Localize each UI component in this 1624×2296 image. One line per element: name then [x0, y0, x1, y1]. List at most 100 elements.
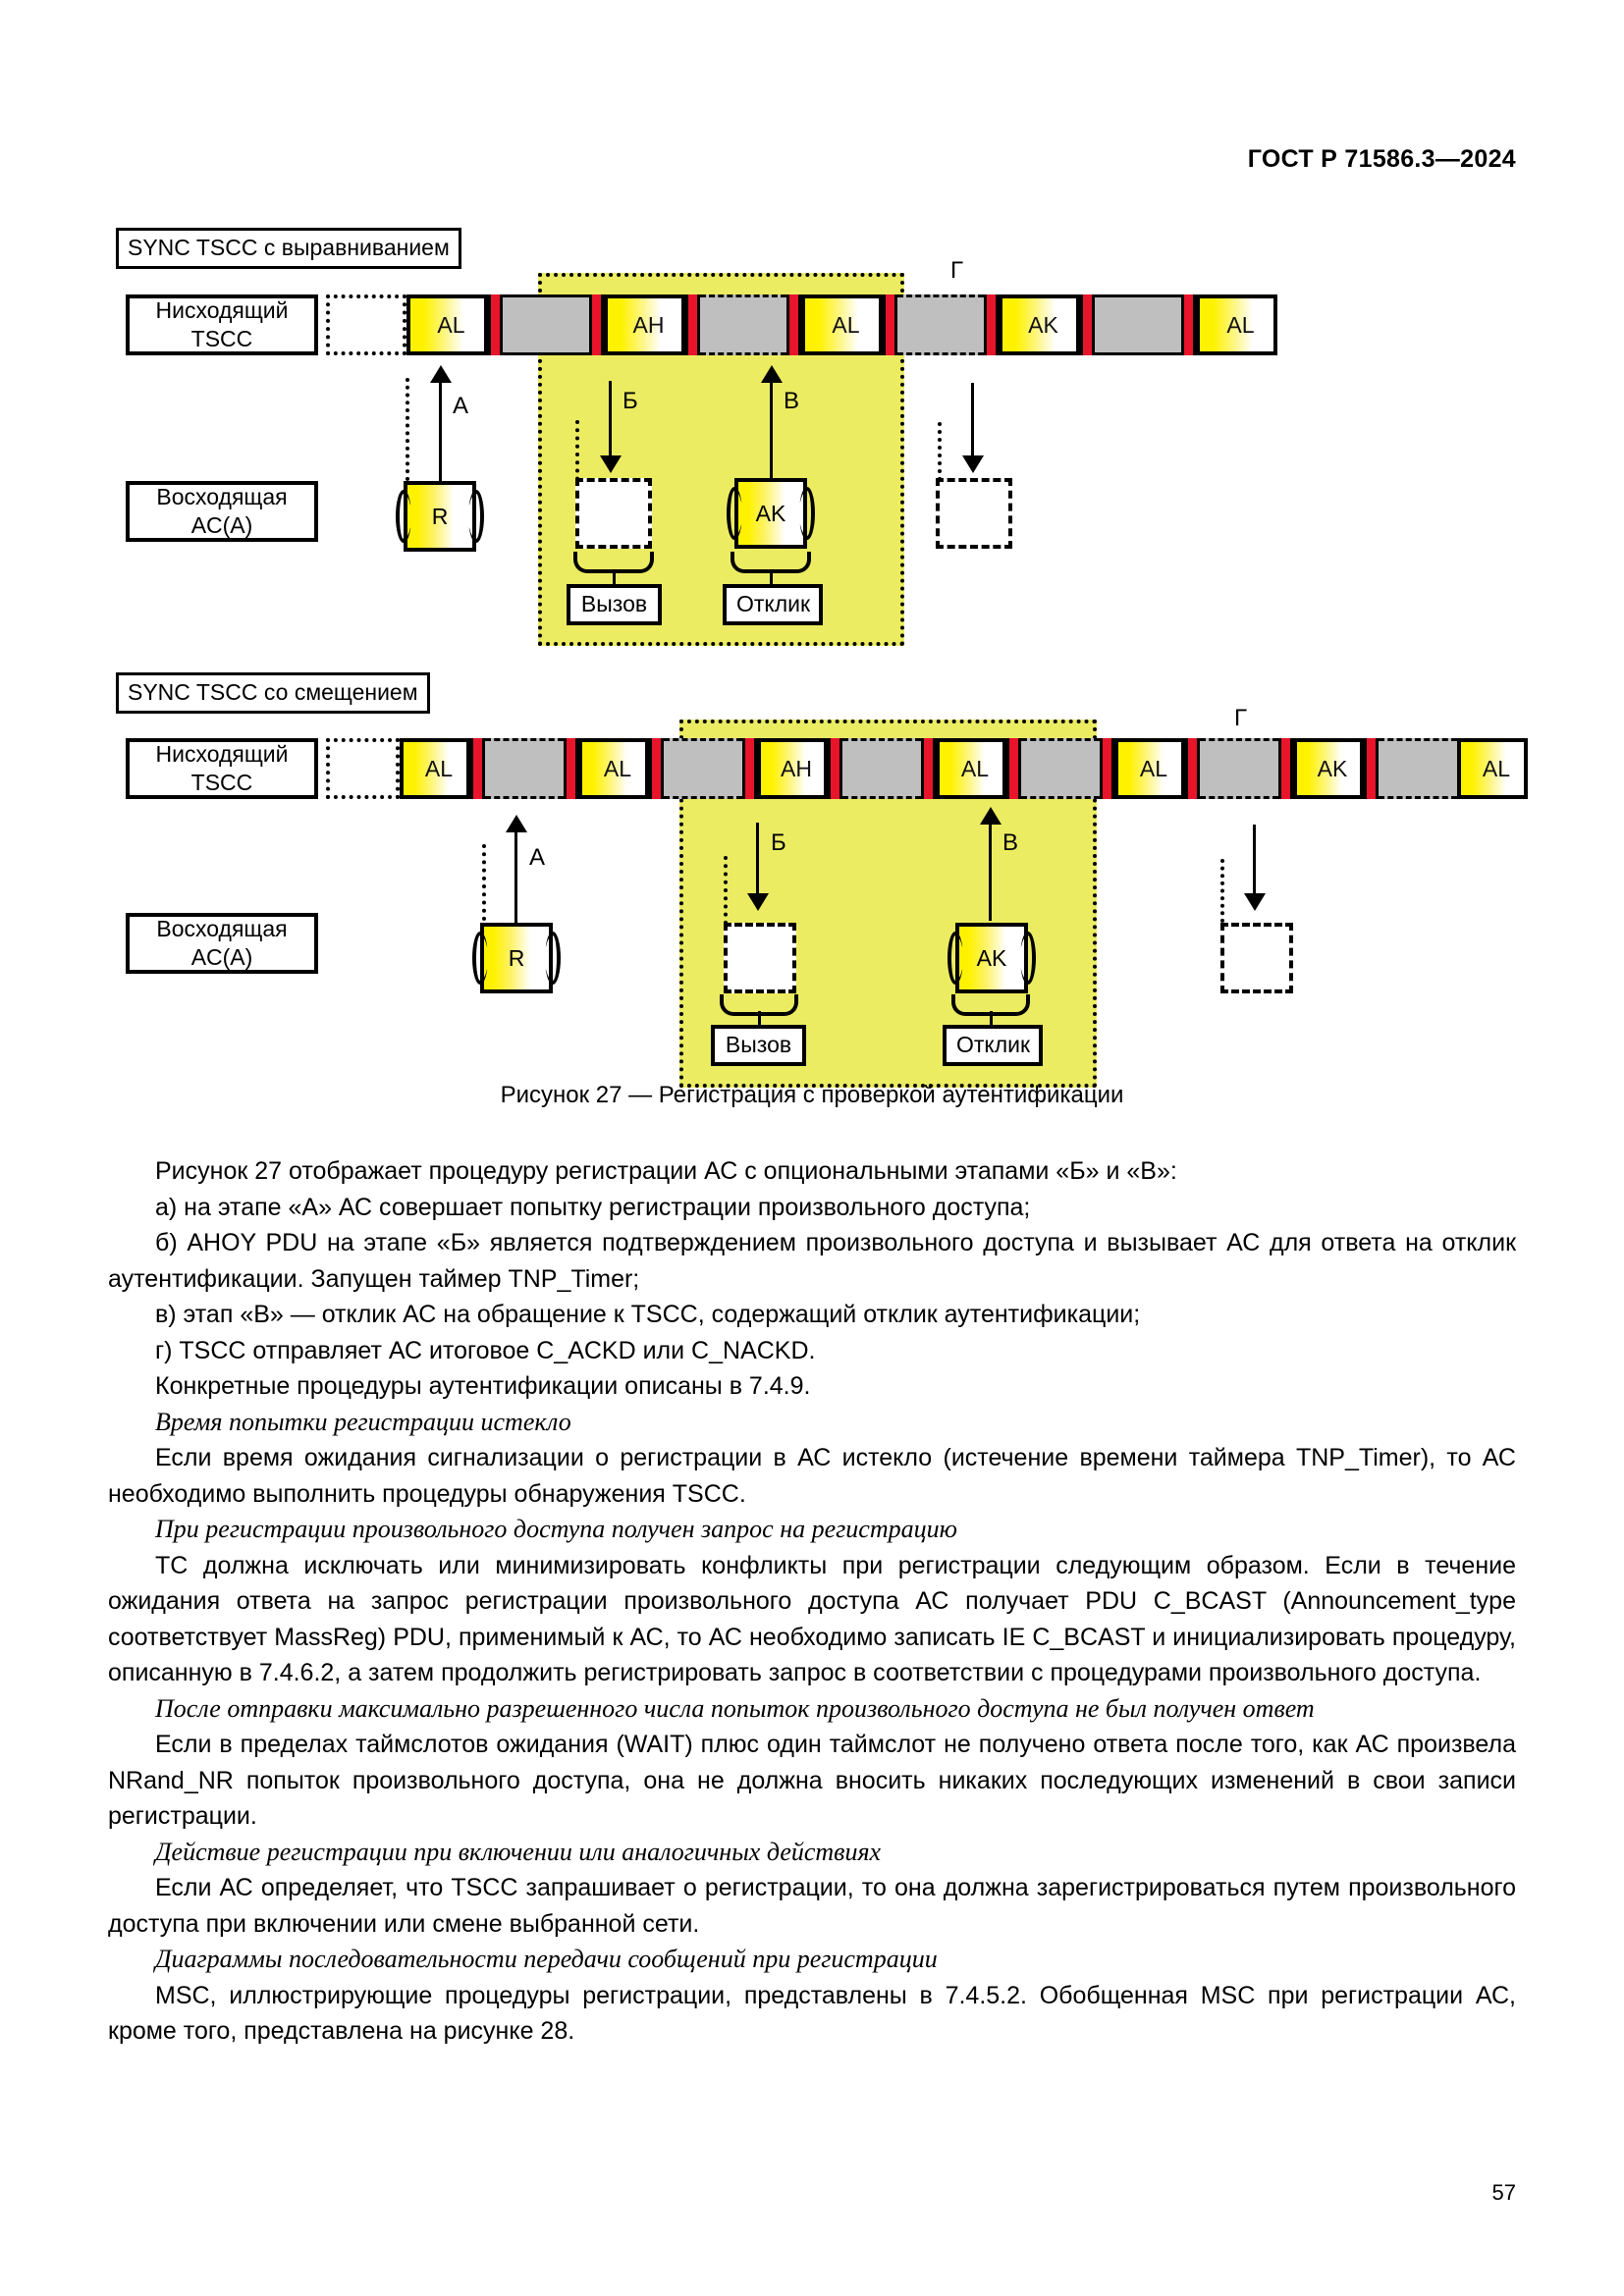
red-marker-icon [1100, 738, 1114, 799]
diagram2-stepB-arrowhead-down-icon [747, 893, 769, 911]
diagram2-slot-burst-6: AL [1457, 738, 1528, 799]
diagram1-redbar-1 [589, 294, 604, 355]
diagram2-stepV-box: AK [947, 923, 1036, 993]
diagram2-redbar-4 [828, 738, 842, 799]
red-marker-icon [1006, 738, 1021, 799]
heading-timeout: Время попытки регистрации истекло [155, 1407, 571, 1436]
list-item-g: г) TSCC отправляет АС итоговое C_ACKD ил… [155, 1336, 816, 1364]
diagram1-stepA-label: А [453, 393, 469, 419]
paragraph-random-access-request: ТС должна исключать или минимизировать к… [108, 1551, 1516, 1687]
diagram2-stepG-arrow-line [1253, 825, 1256, 898]
diagram1-stepB-arrowhead-down-icon [600, 455, 622, 473]
diagram1-redbar-0 [488, 294, 503, 355]
diagram2-slot-label-1: AL [603, 755, 632, 781]
diagram1-stepB-dotline [575, 420, 579, 489]
red-marker-icon [589, 294, 604, 355]
box-ear-right-icon [468, 490, 484, 543]
diagram1-gap-3 [1095, 294, 1181, 355]
diagram2-stepA-label: А [529, 844, 546, 871]
diagram1-slot-burst-1: AH [604, 294, 685, 355]
list-item-v: в) этап «В» — отклик АС на обращение к T… [155, 1301, 1141, 1328]
red-marker-icon [984, 294, 999, 355]
diagram1-stepV-label: В [784, 388, 800, 414]
diagram1-redbar-2 [685, 294, 700, 355]
red-marker-icon [470, 738, 485, 799]
box-ear-right-icon [1020, 932, 1036, 985]
paragraph-msc-diagrams: MSC, иллюстрирующие процедуры регистраци… [108, 1981, 1516, 2046]
diagram2-redbar-9 [1278, 738, 1293, 799]
diagram1-slot-burst-2: AL [801, 294, 883, 355]
diagram1-gap-2 [897, 294, 984, 355]
red-marker-icon [1185, 738, 1200, 799]
diagram1-redbar-6 [1080, 294, 1095, 355]
diagram2-stepV-arrow-line [989, 825, 992, 921]
red-marker-icon [1278, 738, 1293, 799]
diagram2-stepG-arrowhead-down-icon [1244, 893, 1266, 911]
diagram1-redbar-7 [1181, 294, 1196, 355]
diagram1-stepA-arrowhead-up-icon [430, 365, 452, 383]
diagram1-slot-burst-4: AL [1196, 294, 1277, 355]
diagram2-slot-empty [326, 738, 400, 799]
red-marker-icon [828, 738, 842, 799]
diagram2-stepV-box-label: AK [976, 944, 1007, 971]
red-marker-icon [685, 294, 700, 355]
diagram2-sync-tag: SYNC TSCC со смещением [116, 672, 430, 714]
diagram1-stepG-arrow-line [971, 383, 974, 459]
diagram2-stepV-brace-stem [990, 1011, 993, 1027]
list-item-a: а) на этапе «А» АС совершает попытку рег… [155, 1193, 1031, 1221]
paragraph-intro: Рисунок 27 отображает процедуру регистра… [155, 1157, 1177, 1185]
diagram2-redbar-3 [742, 738, 757, 799]
diagram1-slot-label-2: AL [832, 311, 860, 338]
diagram2-stepA-box-label: R [508, 944, 525, 971]
diagram2-gap-4 [1200, 738, 1278, 799]
diagram2-stepV-label: В [1002, 829, 1019, 856]
diagram1-stepB-brace-stem [613, 569, 616, 587]
diagram2-slot-label-0: AL [424, 755, 454, 781]
diagram1-slot-label-3: AK [1028, 311, 1058, 338]
diagram1-redbar-3 [786, 294, 801, 355]
diagram2-redbar-5 [921, 738, 936, 799]
box-ear-left-icon [472, 932, 488, 985]
diagram2-gap-1 [664, 738, 742, 799]
diagram2-stepG-dotline [1220, 859, 1224, 923]
diagram2-stepB-arrow-line [756, 823, 759, 897]
list-item-b: б) AHOY PDU на этапе «Б» является подтве… [108, 1229, 1516, 1293]
red-marker-icon [1080, 294, 1095, 355]
diagram2-slot-label-2: AH [781, 755, 812, 781]
diagram2-gap-0 [485, 738, 564, 799]
red-marker-icon [564, 738, 578, 799]
diagram1-slot-burst-3: AK [999, 294, 1080, 355]
diagram2-stepG-box [1220, 923, 1293, 993]
diagram1-stepB-message: Вызов [567, 584, 662, 625]
red-marker-icon [649, 738, 664, 799]
diagram2-redbar-8 [1185, 738, 1200, 799]
diagram2-stepV-arrowhead-up-icon [980, 807, 1001, 825]
red-marker-icon [786, 294, 801, 355]
red-marker-icon [883, 294, 897, 355]
diagram2-slot-burst-5: AK [1293, 738, 1364, 799]
diagram2-slot-burst-3: AL [936, 738, 1006, 799]
red-marker-icon [1181, 294, 1196, 355]
diagram2-downlink-timeline: AL AL AH [326, 738, 1528, 799]
diagram2-stepB-box [724, 923, 796, 993]
diagram2-slot-label-5: AK [1317, 755, 1348, 781]
diagram1-slot-empty [326, 294, 406, 355]
diagram1-stepB-arrow-line [609, 381, 612, 459]
diagram1-stepG-dotline [938, 422, 942, 489]
diagram1-slot-burst-0: AL [406, 294, 488, 355]
diagram1-redbar-5 [984, 294, 999, 355]
diagram2-redbar-6 [1006, 738, 1021, 799]
diagram1-slot-label-0: AL [437, 311, 465, 338]
box-ear-left-icon [396, 490, 411, 543]
page-number: 57 [1491, 2180, 1516, 2205]
diagram2-slot-burst-4: AL [1114, 738, 1185, 799]
diagram1-stepV-box-label: AK [755, 500, 786, 526]
diagram2-stepB-dotline [724, 856, 728, 925]
diagram1-sync-tag: SYNC TSCC с выравниванием [116, 228, 461, 269]
diagram2-stepB-label: Б [771, 829, 786, 856]
